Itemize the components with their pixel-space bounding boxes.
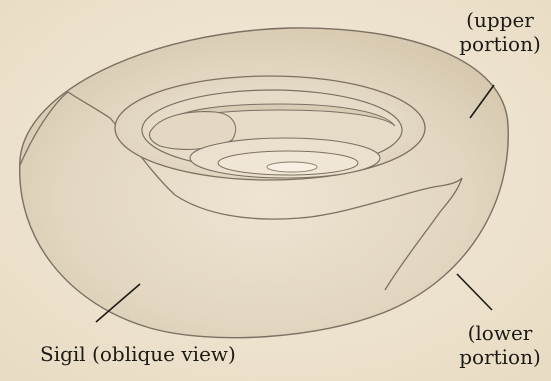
sigil-caption: Sigil (oblique view) xyxy=(40,342,236,366)
sigil-caption-text: Sigil (oblique view) xyxy=(40,342,236,366)
lower-portion-label-line2: portion) xyxy=(452,345,548,369)
lower-portion-label-line1: (lower xyxy=(452,321,548,345)
upper-portion-label-line1: (upper xyxy=(452,8,548,32)
crater-center-hole xyxy=(267,162,317,172)
upper-portion-label-line2: portion) xyxy=(452,32,548,56)
lower-portion-label: (lower portion) xyxy=(452,321,548,369)
upper-portion-label: (upper portion) xyxy=(452,8,548,56)
